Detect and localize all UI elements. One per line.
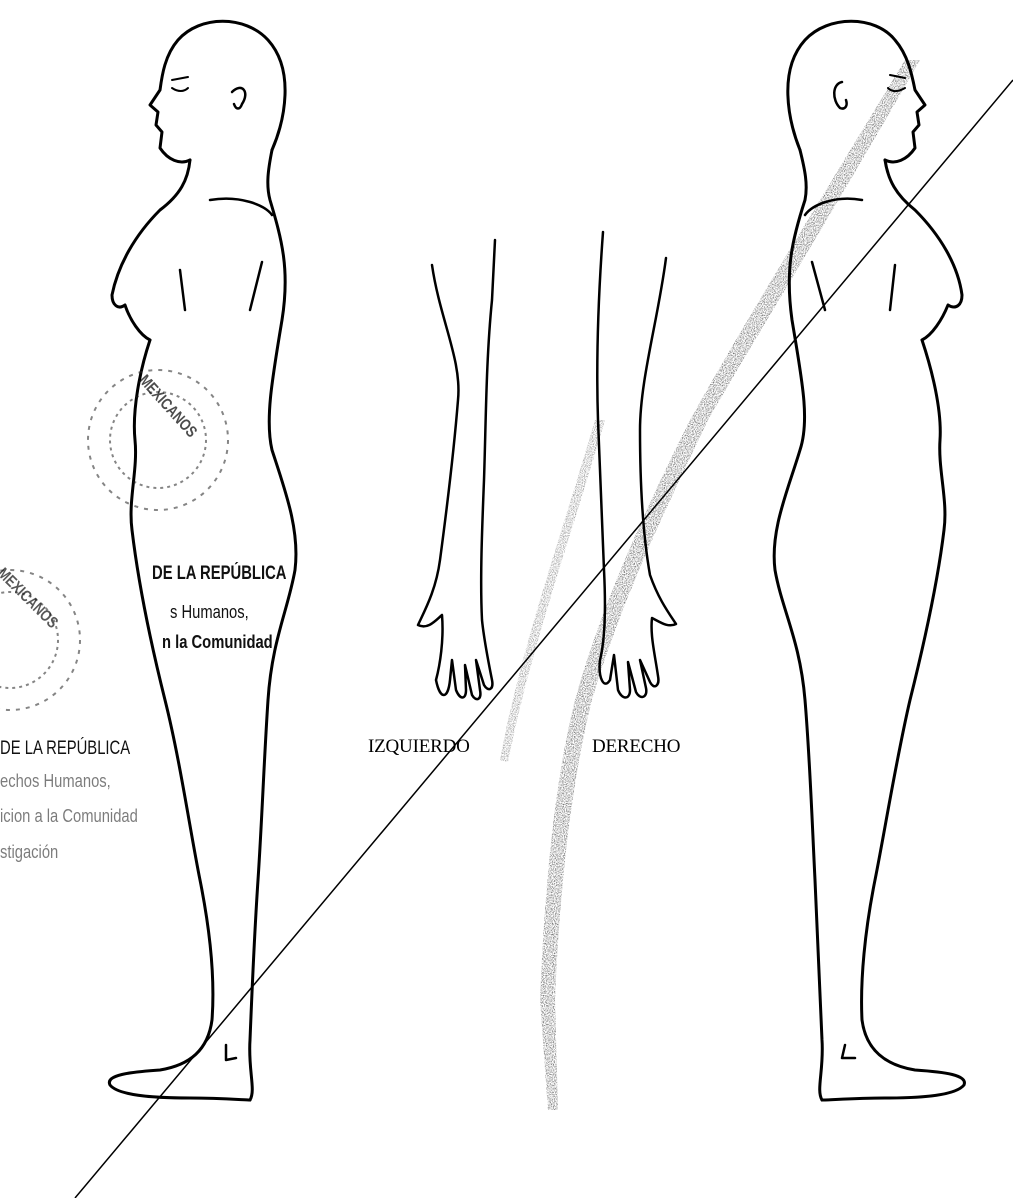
left-arm-outline bbox=[418, 240, 495, 699]
stamp-lower-line3: icion a la Comunidad bbox=[0, 806, 138, 827]
stamp-upper-line3: n la Comunidad bbox=[162, 632, 273, 653]
stamp-upper-line2: s Humanos, bbox=[170, 602, 249, 623]
right-body-figure bbox=[774, 21, 964, 1100]
stamp-upper-line1: DE LA REPÚBLICA bbox=[152, 563, 286, 585]
stamp-lower-line1: DE LA REPÚBLICA bbox=[0, 738, 130, 760]
right-arm-label: DERECHO bbox=[592, 736, 680, 758]
stamp-lower-line4: stigación bbox=[0, 842, 58, 863]
left-arm-label: IZQUIERDO bbox=[368, 736, 470, 758]
scan-artifact-streak bbox=[500, 60, 920, 1110]
left-body-figure bbox=[109, 21, 296, 1100]
stamp-lower-line2: echos Humanos, bbox=[0, 771, 111, 792]
